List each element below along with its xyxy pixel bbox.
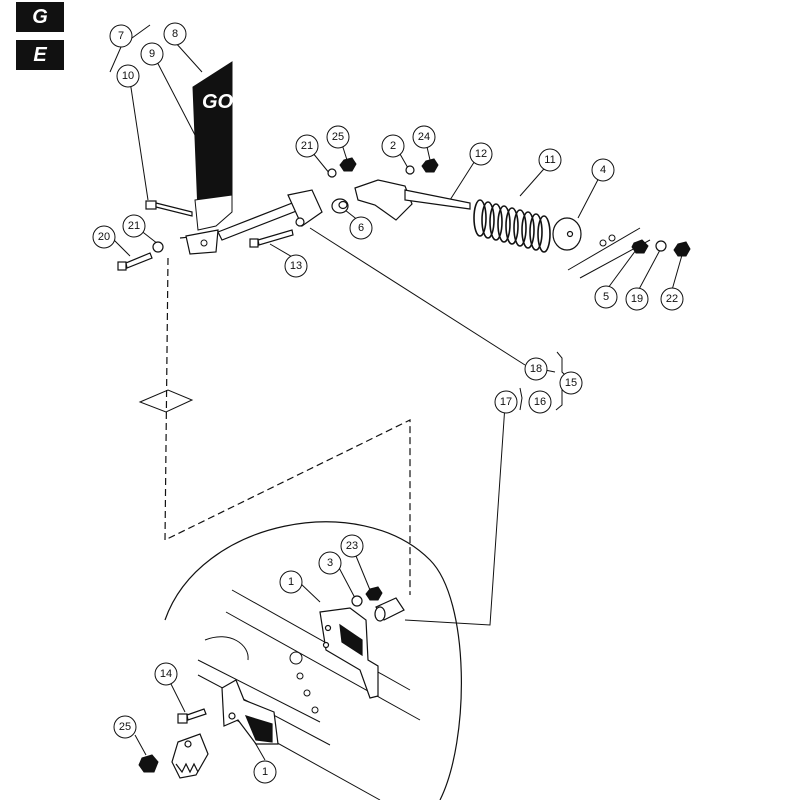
callout-label: 6 xyxy=(358,222,364,234)
callout-label: 14 xyxy=(160,668,172,680)
callout-1-lower: 1 xyxy=(253,760,277,784)
callout-22: 22 xyxy=(660,287,684,311)
nut-25-lower xyxy=(138,754,159,773)
pedal-rod xyxy=(217,189,323,241)
callout-label: 24 xyxy=(418,131,430,143)
callout-16: 16 xyxy=(528,390,552,414)
bolt-14 xyxy=(177,708,207,724)
callout-13: 13 xyxy=(284,254,308,278)
pedal-go-label: GO xyxy=(202,91,234,113)
washer-21-left xyxy=(152,241,164,253)
callout-label: 7 xyxy=(118,30,124,42)
callout-7: 7 xyxy=(109,24,133,48)
nut-25-top xyxy=(339,157,357,172)
callout-label: 3 xyxy=(327,557,333,569)
page-tab-e: E xyxy=(16,40,64,70)
callout-21-top: 21 xyxy=(295,134,319,158)
spring-11 xyxy=(473,199,551,253)
callout-label: 21 xyxy=(128,220,140,232)
callout-10: 10 xyxy=(116,64,140,88)
callout-label: 13 xyxy=(290,260,302,272)
nut-22 xyxy=(673,241,691,257)
bolt-20 xyxy=(117,252,153,271)
callout-1-upper: 1 xyxy=(279,570,303,594)
callout-25-top: 25 xyxy=(326,125,350,149)
spacer-17 xyxy=(374,597,405,622)
callout-25-lower: 25 xyxy=(113,715,137,739)
callout-label: 20 xyxy=(98,231,110,243)
callout-label: 1 xyxy=(288,576,294,588)
callout-3: 3 xyxy=(318,551,342,575)
callout-8: 8 xyxy=(163,22,187,46)
callout-20: 20 xyxy=(92,225,116,249)
callout-21-left: 21 xyxy=(122,214,146,238)
yoke-linkage xyxy=(354,179,471,221)
callout-11: 11 xyxy=(538,148,562,172)
callout-18: 18 xyxy=(524,357,548,381)
callout-23: 23 xyxy=(340,534,364,558)
callout-label: 10 xyxy=(122,70,134,82)
callout-label: 23 xyxy=(346,540,358,552)
callout-label: 22 xyxy=(666,293,678,305)
frame-rail-detail xyxy=(197,589,421,800)
callout-label: 18 xyxy=(530,363,542,375)
nut-23 xyxy=(365,586,383,601)
spring-cup-4 xyxy=(552,217,582,251)
washer-21-top xyxy=(327,168,337,178)
page-tab-g: G xyxy=(16,2,64,32)
callout-6: 6 xyxy=(349,216,373,240)
callout-label: 15 xyxy=(565,377,577,389)
callout-label: 25 xyxy=(119,721,131,733)
callout-label: 2 xyxy=(390,140,396,152)
callout-17: 17 xyxy=(494,390,518,414)
pedal-bolt-10 xyxy=(145,200,193,217)
callout-label: 17 xyxy=(500,396,512,408)
nut-24 xyxy=(421,158,439,173)
callout-label: 8 xyxy=(172,28,178,40)
callout-2: 2 xyxy=(381,134,405,158)
callout-label: 1 xyxy=(262,766,268,778)
callout-24: 24 xyxy=(412,125,436,149)
detail-view-circle xyxy=(164,521,462,800)
callout-label: 4 xyxy=(600,164,606,176)
callout-4: 4 xyxy=(591,158,615,182)
callout-label: 9 xyxy=(149,48,155,60)
callout-label: 21 xyxy=(301,140,313,152)
callout-5: 5 xyxy=(594,285,618,309)
ratchet-pawl xyxy=(171,733,209,779)
dashed-connector-lines xyxy=(164,235,411,595)
mounting-bracket-1-lower xyxy=(221,679,279,745)
accelerator-pedal: GO xyxy=(185,61,234,255)
callout-label: 11 xyxy=(544,154,555,166)
mounting-bracket-1-upper xyxy=(319,607,379,699)
callout-19: 19 xyxy=(625,287,649,311)
callout-label: 25 xyxy=(332,131,344,143)
callout-12: 12 xyxy=(469,142,493,166)
nut-5 xyxy=(631,239,649,254)
callout-15: 15 xyxy=(559,371,583,395)
washer-3 xyxy=(351,595,363,607)
callout-14: 14 xyxy=(154,662,178,686)
callout-label: 5 xyxy=(603,291,609,303)
callout-label: 16 xyxy=(534,396,546,408)
bushing-6 xyxy=(331,198,349,214)
callout-label: 12 xyxy=(475,148,487,160)
floor-plane-marker xyxy=(138,389,194,413)
washer-2 xyxy=(405,165,415,175)
bolt-13 xyxy=(249,229,294,248)
washer-19 xyxy=(655,240,667,252)
callout-9: 9 xyxy=(140,42,164,66)
callout-label: 19 xyxy=(631,293,643,305)
